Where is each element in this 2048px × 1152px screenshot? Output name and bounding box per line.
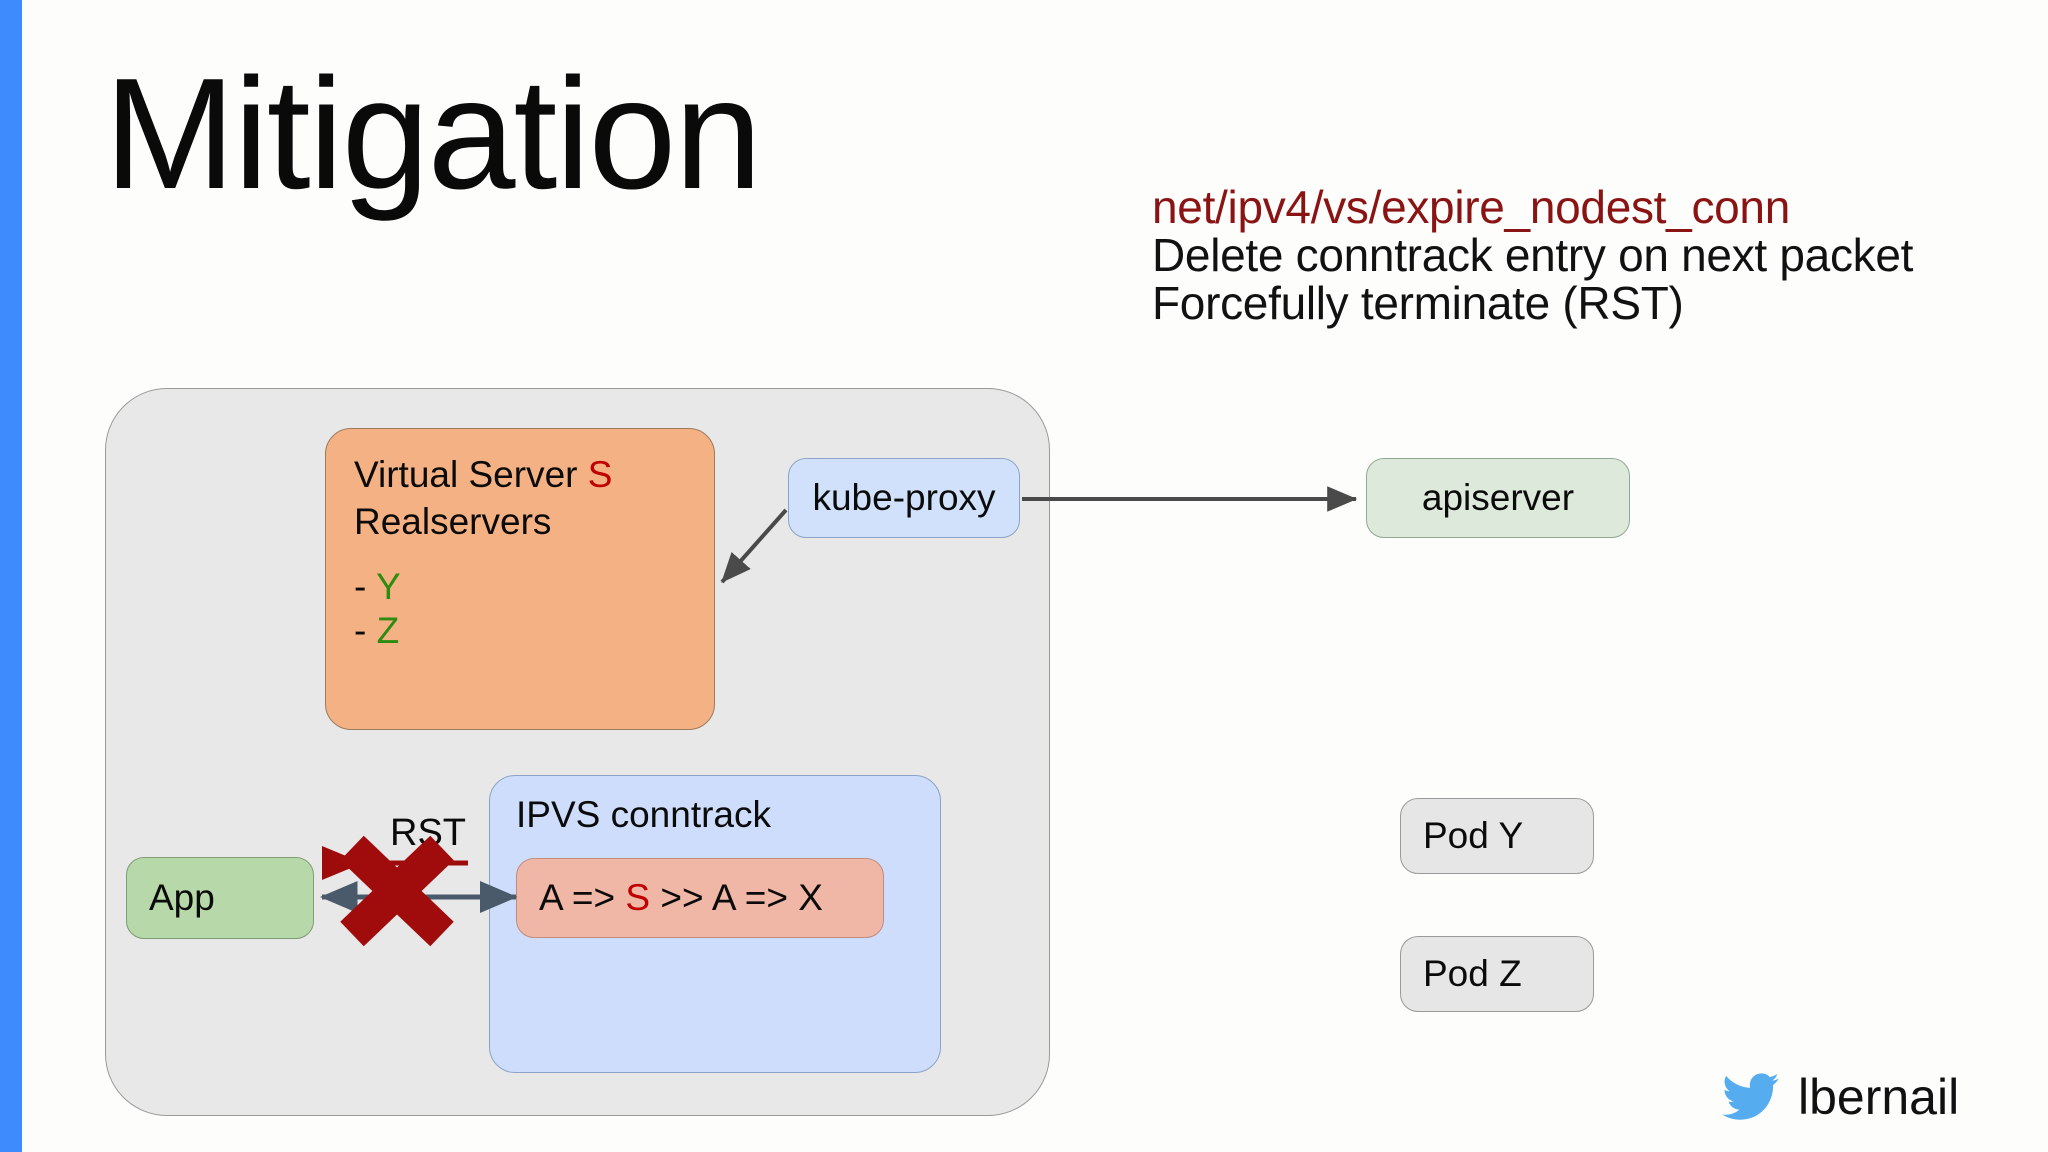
apiserver-label: apiserver: [1421, 477, 1575, 519]
virtual-server-vip-letter: S: [587, 454, 613, 495]
app-box: App: [126, 857, 314, 939]
realserver-list: - Y - Z: [354, 565, 401, 652]
virtual-server-line1: Virtual Server S: [354, 451, 612, 498]
conntrack-entry-prefix: A =>: [539, 877, 626, 919]
realservers-label: Realservers: [354, 501, 552, 543]
virtual-server-label: Virtual Server: [354, 454, 588, 495]
left-accent-bar: [0, 0, 22, 1152]
conntrack-entry-text: A => S >> A => X: [517, 874, 883, 921]
rst-label: RST: [390, 812, 466, 854]
virtual-server-box: Virtual Server S Realservers - Y - Z: [325, 428, 715, 730]
twitter-handle: lbernail: [1798, 1069, 1960, 1125]
page-title: Mitigation: [104, 46, 762, 222]
pod-y-box: Pod Y: [1400, 798, 1594, 874]
bullet-dash: -: [354, 566, 376, 607]
pod-y-label: Pod Y: [1423, 815, 1524, 857]
virtual-server-heading: Virtual Server S Realservers: [354, 451, 612, 546]
kube-proxy-label: kube-proxy: [812, 477, 996, 519]
app-label: App: [149, 877, 215, 919]
credit-block: lbernail: [1722, 1068, 1959, 1126]
pod-z-label: Pod Z: [1423, 953, 1522, 995]
conntrack-entry-box: A => S >> A => X: [516, 858, 884, 938]
note-line-1: Delete conntrack entry on next packet: [1152, 228, 1914, 281]
ipvs-conntrack-title: IPVS conntrack: [516, 794, 772, 835]
pod-z-box: Pod Z: [1400, 936, 1594, 1012]
conntrack-entry-suffix: >> A => X: [650, 877, 823, 919]
realserver-item: - Y: [354, 565, 401, 609]
apiserver-box: apiserver: [1366, 458, 1630, 538]
bullet-dash: -: [354, 609, 377, 651]
notes-block: net/ipv4/vs/expire_nodest_conn Delete co…: [1152, 181, 2032, 329]
note-line-2: Forcefully terminate (RST): [1152, 276, 1684, 329]
conntrack-entry-vip: S: [625, 877, 651, 919]
ipvs-conntrack-box: IPVS conntrack A => S >> A => X: [489, 775, 941, 1073]
realserver-item: - Z: [354, 609, 401, 653]
sysctl-path-text: net/ipv4/vs/expire_nodest_conn: [1152, 181, 1790, 233]
realserver-name: Z: [376, 609, 400, 651]
kube-proxy-box: kube-proxy: [788, 458, 1020, 538]
realserver-name: Y: [375, 566, 401, 607]
twitter-bird-icon: [1722, 1073, 1779, 1120]
